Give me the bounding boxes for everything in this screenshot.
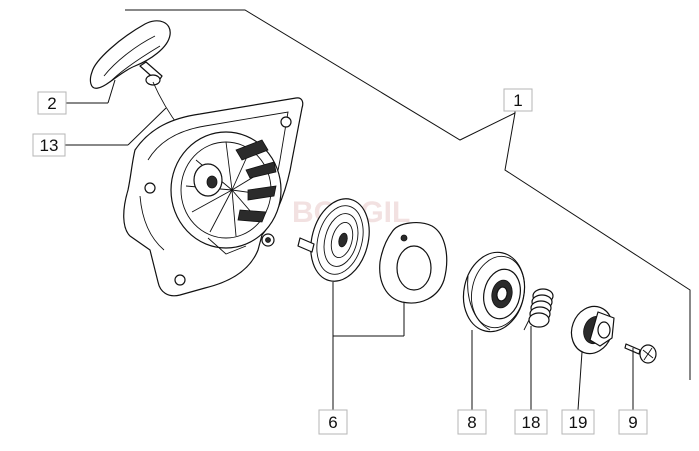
callout-1: 1 — [503, 88, 533, 112]
callout-13: 13 — [32, 133, 66, 157]
callout-18-label: 18 — [522, 413, 541, 432]
part-recoil-spring — [297, 198, 370, 282]
part-spring-cover — [379, 222, 448, 304]
callout-18: 18 — [514, 409, 548, 435]
callout-2: 2 — [37, 91, 67, 115]
callout-19-label: 19 — [569, 413, 588, 432]
callout-1-label: 1 — [513, 91, 522, 110]
callout-8: 8 — [457, 409, 487, 435]
part-rope-pulley — [462, 251, 526, 333]
part-starter-handle — [89, 20, 171, 89]
callout-19: 19 — [561, 409, 595, 435]
part-coil-spring — [523, 288, 554, 331]
part-pawl-carrier — [570, 305, 615, 355]
callout-6-label: 6 — [328, 413, 337, 432]
callout-9-label: 9 — [628, 413, 637, 432]
callout-13-label: 13 — [40, 136, 59, 155]
callout-2-label: 2 — [47, 94, 56, 113]
callout-9: 9 — [618, 409, 648, 435]
part-screw — [624, 343, 657, 364]
leader-lines — [62, 79, 634, 411]
part-starter-housing — [123, 97, 304, 297]
callout-8-label: 8 — [467, 413, 476, 432]
callout-6: 6 — [318, 409, 348, 435]
